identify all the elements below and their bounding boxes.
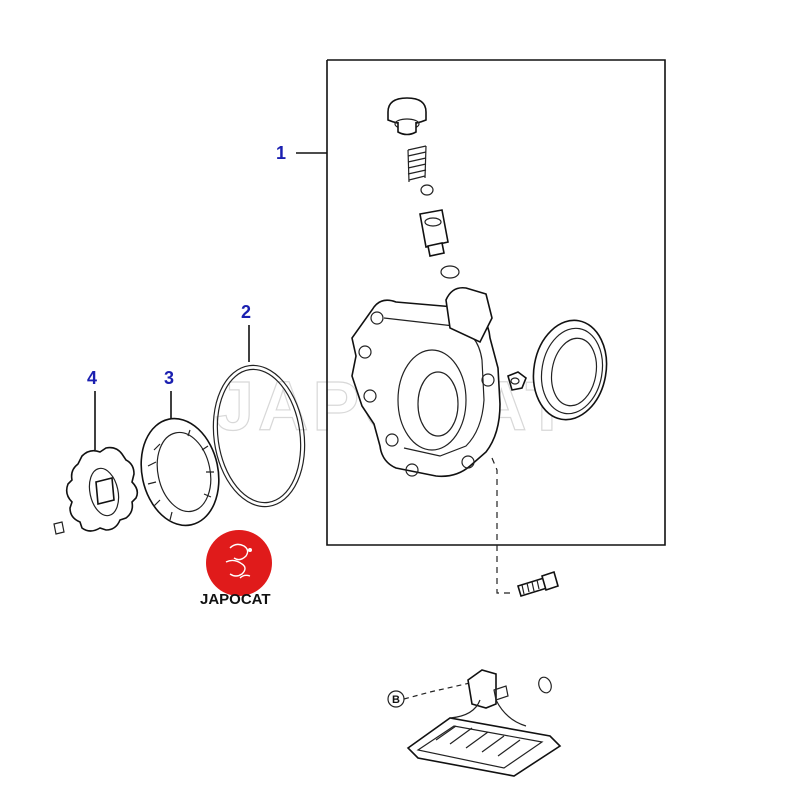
marker-b: B [387, 690, 405, 708]
oil-seal [532, 319, 608, 421]
pump-bolt [517, 570, 559, 598]
oil-pump-body [351, 286, 501, 478]
callout-1[interactable]: 1 [276, 143, 286, 163]
oil-strainer [406, 669, 562, 777]
bolt-leader-dashed [491, 457, 512, 594]
small-key-part [53, 521, 65, 535]
marker-b-leader [403, 682, 471, 700]
callout-3[interactable]: 3 [164, 368, 174, 388]
callout-2[interactable]: 2 [241, 302, 251, 322]
logo-badge [206, 530, 272, 596]
svg-text:B: B [392, 694, 400, 706]
relief-valve-piston [419, 209, 449, 257]
plug-screw [507, 371, 527, 391]
relief-valve-spring [407, 145, 427, 183]
assembly-frame [326, 59, 666, 546]
part-2-o-ring-inner [216, 368, 302, 504]
japocat-logo: JAPOCAT [200, 530, 272, 608]
valve-o-ring-lower [440, 265, 460, 279]
part-2-o-ring [212, 364, 306, 508]
part-3-driven-rotor [140, 417, 220, 527]
part-4-drive-rotor [65, 446, 139, 532]
relief-valve-plug [387, 97, 427, 136]
strainer-gasket-ring [538, 676, 552, 694]
logo-text: JAPOCAT [200, 591, 271, 608]
callout-4[interactable]: 4 [87, 368, 97, 388]
valve-o-ring-upper [420, 184, 434, 196]
